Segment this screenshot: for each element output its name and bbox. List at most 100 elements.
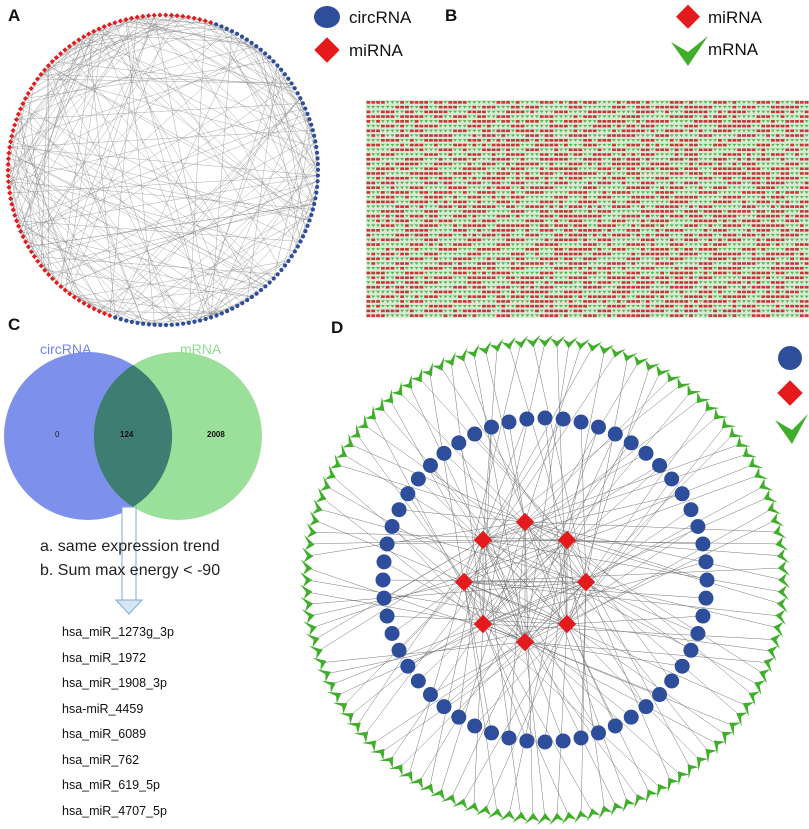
mirna-node <box>588 214 592 218</box>
mrna-node <box>693 257 698 261</box>
mrna-node <box>674 139 679 142</box>
mrna-node <box>684 191 689 194</box>
mirna-node <box>376 300 380 303</box>
mrna-node <box>501 290 506 294</box>
mrna-node <box>621 186 626 190</box>
mirna-node <box>660 162 665 166</box>
mrna-node <box>621 238 626 242</box>
mrna-node <box>737 115 742 118</box>
mirna-node <box>409 257 414 261</box>
mirna-node <box>602 153 607 156</box>
network-edge <box>8 108 306 182</box>
mirna-node <box>631 162 636 166</box>
mrna-node <box>525 271 530 275</box>
mrna-node <box>689 120 694 123</box>
mrna-node <box>664 158 669 161</box>
mrna-node <box>462 195 467 199</box>
mrna-node <box>438 214 443 218</box>
mirna-node <box>496 247 501 251</box>
mrna-node <box>679 176 684 180</box>
network-edge <box>78 39 318 165</box>
mirna-node <box>424 309 429 313</box>
mirna-node <box>612 205 616 208</box>
mrna-node <box>770 115 775 118</box>
mirna-node <box>770 195 775 199</box>
mrna-node <box>785 186 790 190</box>
mrna-node <box>794 167 799 171</box>
mrna-node <box>698 210 703 213</box>
mirna-node <box>799 243 804 246</box>
mirna-node <box>612 176 616 180</box>
mirna-node <box>491 157 496 161</box>
mirna-node <box>482 210 486 213</box>
mrna-node <box>534 238 539 242</box>
mirna-node <box>588 162 592 166</box>
mirna-node <box>549 120 554 123</box>
mrna-node <box>775 276 780 280</box>
mrna-node <box>775 219 780 223</box>
mrna-node <box>592 162 597 166</box>
mirna-node <box>453 143 457 147</box>
mirna-node <box>433 181 438 185</box>
mrna-node <box>429 143 434 147</box>
mrna-node <box>429 129 434 133</box>
mrna-node <box>472 172 477 175</box>
mrna-node <box>587 304 592 308</box>
mirna-node <box>539 167 544 171</box>
mrna-node <box>780 148 785 152</box>
mrna-node <box>515 233 520 237</box>
mrna-node <box>433 243 438 246</box>
mrna-node <box>457 276 462 280</box>
mirna-node <box>766 252 770 256</box>
mirna-node <box>795 153 799 156</box>
mrna-node <box>544 219 549 223</box>
mirna-node <box>573 134 578 137</box>
mirna-node <box>549 309 554 313</box>
network-edge <box>485 349 526 523</box>
mrna-node <box>770 229 775 232</box>
mrna-node <box>660 115 665 118</box>
mirna-node <box>790 148 795 152</box>
mirna-node <box>400 290 405 294</box>
mirna-node <box>520 252 525 256</box>
mrna-node <box>554 290 559 294</box>
mrna-node <box>775 172 780 175</box>
mirna-node <box>491 191 496 194</box>
mrna-node <box>429 290 434 294</box>
mrna-node <box>573 300 578 303</box>
mrna-node <box>679 224 684 227</box>
mrna-node <box>491 214 496 218</box>
mirna-node <box>660 120 665 123</box>
mirna-node <box>563 210 568 213</box>
mrna-node <box>684 172 689 175</box>
mrna-node <box>390 172 395 175</box>
mrna-node <box>727 276 732 280</box>
mrna-node <box>587 191 592 194</box>
mirna-node <box>722 124 727 128</box>
mirna-node <box>602 266 607 270</box>
mrna-node <box>477 105 482 109</box>
mrna-node <box>708 200 713 204</box>
network-edge <box>399 391 526 523</box>
mrna-node <box>534 115 539 118</box>
mirna-node <box>501 195 506 199</box>
mirna-node <box>544 176 549 180</box>
mirna-node <box>366 233 371 237</box>
mrna-node <box>621 139 626 142</box>
mrna-node <box>429 285 434 289</box>
mrna-node <box>597 200 602 204</box>
mirna-node <box>433 138 438 142</box>
mirna-node <box>756 238 761 242</box>
mirna-node <box>520 186 525 189</box>
mirna-node <box>472 181 477 185</box>
mrna-node <box>790 167 795 171</box>
mirna-node <box>424 276 429 280</box>
mrna-node <box>491 200 496 204</box>
mrna-node <box>443 210 448 213</box>
mirna-node <box>780 205 785 208</box>
mirna-node <box>409 143 414 147</box>
mirna-node <box>568 281 573 284</box>
circrna-node <box>254 44 259 49</box>
mirna-node <box>568 290 573 294</box>
mirna-node <box>689 157 693 161</box>
